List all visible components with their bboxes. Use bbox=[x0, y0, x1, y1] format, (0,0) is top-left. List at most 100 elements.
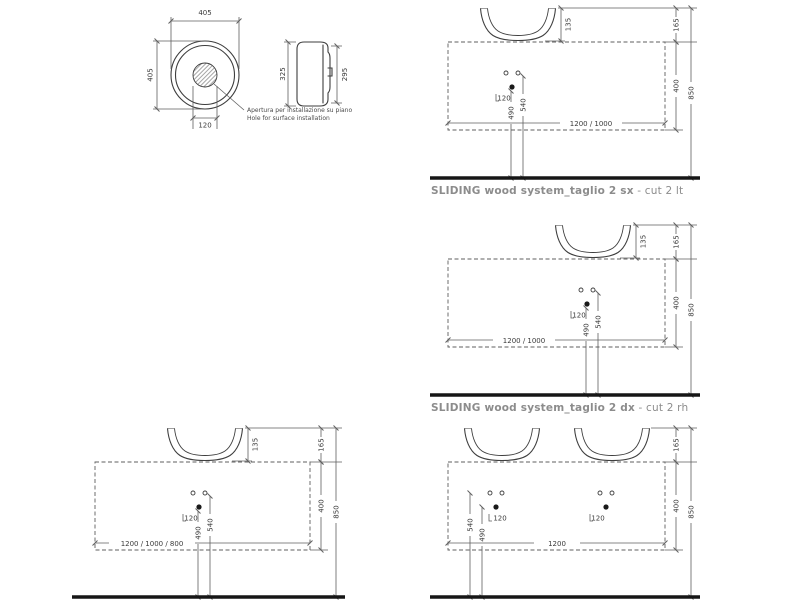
note-italian: Apertura per installazione su piano bbox=[247, 107, 352, 114]
label-mask bbox=[671, 437, 681, 453]
label-mask bbox=[593, 311, 603, 333]
dim-label-widths: 1200 bbox=[548, 540, 566, 548]
dim-label-worktop-height: 850 bbox=[688, 505, 696, 518]
faucet-hole bbox=[609, 490, 615, 496]
drain-hole bbox=[509, 84, 515, 90]
basin-outline bbox=[170, 40, 240, 110]
countertop-outline bbox=[447, 41, 666, 131]
dim-label-hole-width: 120 bbox=[572, 312, 585, 320]
faucet-hole bbox=[202, 490, 208, 496]
dim-label-top-height: 405 bbox=[147, 68, 155, 81]
dim-label-cabinet-height: 400 bbox=[673, 79, 681, 92]
label-mask bbox=[316, 437, 326, 453]
basin-elevation bbox=[166, 427, 244, 462]
dim-label-hole-width: 120 bbox=[198, 122, 211, 130]
countertop-outline bbox=[447, 461, 666, 551]
dim-label-supply-height: 540 bbox=[467, 518, 475, 531]
label-mask bbox=[506, 102, 516, 124]
label-mask bbox=[477, 524, 487, 546]
caption-rest: - cut 2 rh bbox=[635, 402, 688, 414]
label-mask bbox=[193, 522, 203, 544]
dim-label-basin-height: 135 bbox=[252, 438, 260, 451]
caption-cut2-dx: SLIDING wood system_taglio 2 dx - cut 2 … bbox=[431, 402, 688, 414]
drain-hole-left bbox=[493, 504, 499, 510]
basin-elevation bbox=[554, 224, 632, 259]
extension-lines bbox=[170, 17, 240, 69]
leader-line bbox=[213, 83, 245, 111]
caption-bold: SLIDING wood system_taglio 2 dx bbox=[431, 402, 635, 414]
label-mask bbox=[465, 514, 475, 536]
countertop-outline bbox=[94, 461, 311, 551]
label-mask bbox=[671, 292, 681, 314]
dim-label-top-width: 405 bbox=[198, 9, 211, 17]
countertop-outline bbox=[447, 258, 666, 348]
faucet-hole bbox=[597, 490, 603, 496]
faucet-hole bbox=[503, 70, 509, 76]
label-mask bbox=[518, 94, 528, 116]
basin-elevation bbox=[479, 7, 557, 42]
label-mask bbox=[686, 82, 696, 104]
dim-label-basin-above: 165 bbox=[673, 235, 681, 248]
detail-side-view: 325 295 bbox=[279, 39, 349, 109]
faucet-hole bbox=[499, 490, 505, 496]
label-mask bbox=[581, 319, 591, 341]
label-mask bbox=[109, 537, 195, 548]
label-mask bbox=[331, 501, 341, 523]
faucet-hole bbox=[578, 287, 584, 293]
drain-hole bbox=[584, 301, 590, 307]
label-mask bbox=[686, 299, 696, 321]
caption-bold: SLIDING wood system_taglio 2 sx bbox=[431, 185, 634, 197]
drawing-double: 165 400 850 120 120 540 490 1200 bbox=[430, 425, 700, 600]
dim-label-cabinet-height: 400 bbox=[673, 296, 681, 309]
label-mask bbox=[671, 495, 681, 517]
dim-label-basin-height: 135 bbox=[640, 235, 648, 248]
label-mask bbox=[560, 117, 622, 128]
dim-label-widths: 1200 / 1000 / 800 bbox=[121, 540, 184, 548]
dim-label-cabinet-height: 400 bbox=[318, 499, 326, 512]
extension-lines bbox=[245, 427, 342, 551]
bracket-mark bbox=[495, 94, 499, 102]
bracket-mark bbox=[488, 514, 492, 522]
dim-label-widths: 1200 / 1000 bbox=[503, 337, 545, 345]
dim-label-supply-height: 540 bbox=[520, 98, 528, 111]
drain-hole bbox=[196, 504, 202, 510]
dim-label-side-inner-height: 295 bbox=[341, 68, 349, 81]
caption-cut2-sx: SLIDING wood system_taglio 2 sx - cut 2 … bbox=[431, 185, 683, 197]
label-mask bbox=[316, 495, 326, 517]
dim-label-worktop-height: 850 bbox=[688, 303, 696, 316]
label-mask bbox=[686, 501, 696, 523]
dim-label-basin-above: 165 bbox=[673, 438, 681, 451]
drawing-single-center: 135 165 400 850 120 490 540 1200 / 1000 … bbox=[72, 425, 345, 600]
basin-profile bbox=[296, 41, 331, 107]
extension-lines bbox=[192, 86, 218, 129]
dim-label-drain-height: 490 bbox=[583, 323, 591, 336]
dim-label-worktop-height: 850 bbox=[688, 86, 696, 99]
dim-label-hole-width: 120 bbox=[497, 95, 510, 103]
mounting-clip bbox=[327, 67, 333, 77]
dim-label-hole-width: 120 bbox=[184, 515, 197, 523]
dim-label-cabinet-height: 400 bbox=[673, 499, 681, 512]
dim-label-drain-height: 490 bbox=[479, 528, 487, 541]
dim-label-side-height: 325 bbox=[279, 67, 287, 80]
dim-label-drain-height: 490 bbox=[195, 526, 203, 539]
dim-label-supply-height: 540 bbox=[207, 518, 215, 531]
bracket-mark bbox=[182, 514, 186, 522]
dim-label-basin-height: 135 bbox=[565, 18, 573, 31]
dim-label-hole-width-left: 120 bbox=[493, 515, 506, 523]
label-mask bbox=[493, 334, 555, 345]
label-mask bbox=[671, 17, 681, 33]
dim-label-worktop-height: 850 bbox=[333, 505, 341, 518]
faucet-hole bbox=[487, 490, 493, 496]
dim-label-hole-width-right: 120 bbox=[591, 515, 604, 523]
note-english: Hole for surface installation bbox=[247, 115, 330, 122]
label-mask bbox=[671, 234, 681, 250]
detail-top-view: 405 405 120 Apertura per installazione s… bbox=[147, 9, 353, 130]
basin-elevation-right bbox=[573, 427, 651, 462]
installation-hole bbox=[192, 62, 218, 88]
basin-inner-rim bbox=[174, 44, 236, 106]
label-mask bbox=[534, 537, 580, 548]
label-mask bbox=[671, 75, 681, 97]
faucet-hole bbox=[590, 287, 596, 293]
basin-elevation-left bbox=[463, 427, 541, 462]
